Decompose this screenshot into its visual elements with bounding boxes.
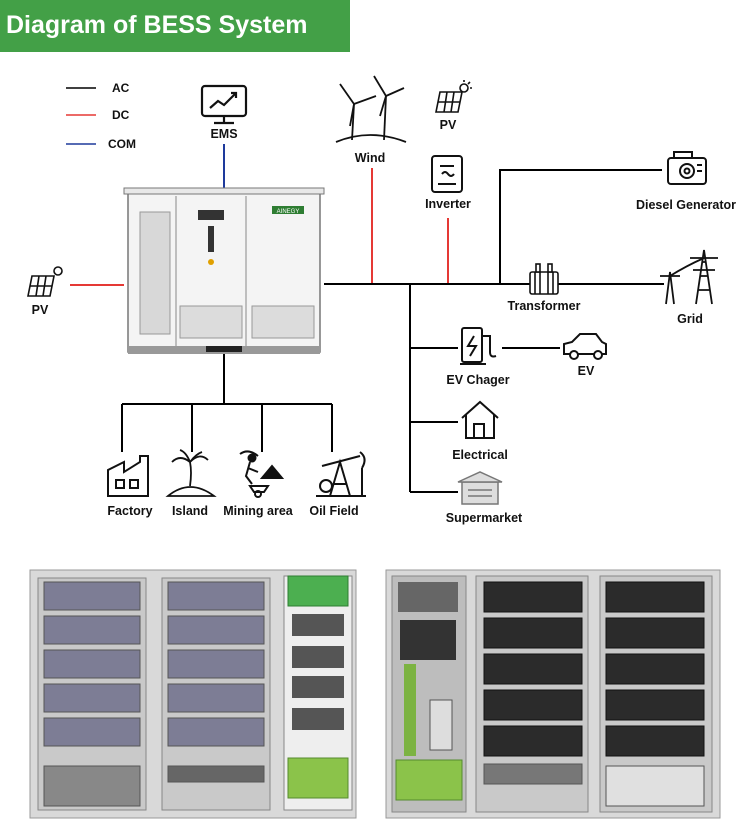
connection-lines	[70, 144, 664, 493]
label-ems: EMS	[210, 127, 237, 141]
label-transformer: Transformer	[508, 299, 581, 313]
legend-ac: AC	[112, 81, 130, 95]
label-mining: Mining area	[223, 504, 294, 518]
label-wind: Wind	[355, 151, 385, 165]
label-factory: Factory	[107, 504, 152, 518]
oil-pump-icon	[316, 451, 366, 497]
car-icon	[563, 333, 607, 360]
power-tower-icon	[660, 249, 718, 305]
palm-island-icon	[165, 449, 217, 497]
label-ev: EV	[578, 364, 595, 378]
solar-panel-icon	[27, 266, 63, 297]
transformer-icon	[529, 263, 559, 295]
label-supermarket: Supermarket	[446, 511, 523, 525]
label-oilfield: Oil Field	[309, 504, 358, 518]
label-electrical: Electrical	[452, 448, 508, 462]
legend-com: COM	[108, 137, 136, 151]
solar-panel-icon	[435, 80, 472, 113]
label-pv-top: PV	[440, 118, 457, 132]
diesel-generator-icon	[667, 151, 707, 185]
factory-icon	[107, 455, 149, 497]
label-ev-charger: EV Chager	[446, 373, 509, 387]
label-pv-left: PV	[32, 303, 49, 317]
label-island: Island	[172, 504, 208, 518]
bess-cabinet: AINEGY	[123, 187, 325, 354]
legend: AC DC COM	[66, 81, 136, 151]
label-inverter: Inverter	[425, 197, 471, 211]
inverter-icon	[431, 155, 463, 193]
cabinet-brand: AINEGY	[277, 209, 300, 215]
house-icon	[461, 400, 499, 439]
mining-icon	[239, 450, 285, 498]
cabinet-interior-right	[385, 569, 721, 819]
ev-charger-icon	[460, 327, 497, 365]
cabinet-interior-left	[29, 569, 357, 819]
page-title: Diagram of BESS System	[6, 11, 308, 39]
label-grid: Grid	[677, 312, 703, 326]
supermarket-icon	[457, 471, 503, 505]
legend-dc: DC	[112, 108, 130, 122]
label-diesel: Diesel Generator	[636, 198, 736, 212]
ems-monitor-icon	[200, 84, 248, 125]
wind-turbine-icon	[335, 75, 407, 143]
title-bar: Diagram of BESS System	[0, 0, 350, 52]
